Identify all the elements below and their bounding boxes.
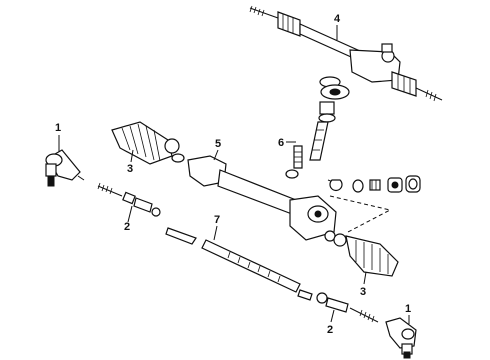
callout-1-right: 1: [405, 303, 411, 315]
tie-rod-end-right: [385, 317, 417, 359]
pinion-stack: [285, 76, 350, 179]
boot-upper: [111, 121, 185, 165]
steering-gear-assembly: [249, 5, 443, 102]
rack: [165, 227, 313, 301]
callout-3-upper: 3: [127, 163, 133, 175]
tie-rod-end-left: [45, 149, 85, 187]
callout-7: 7: [214, 214, 220, 226]
gear-housing: [187, 155, 337, 242]
callout-2-lower: 2: [327, 324, 333, 336]
adjuster-parts: [327, 175, 421, 233]
boot-lower: [333, 233, 399, 277]
callout-6: 6: [278, 137, 284, 149]
callout-1-left: 1: [55, 122, 61, 134]
callout-2-left: 2: [124, 221, 130, 233]
inner-tie-rod-lower: [316, 292, 379, 323]
callout-3-lower: 3: [360, 286, 366, 298]
callout-5: 5: [215, 138, 221, 150]
callout-4: 4: [334, 13, 341, 25]
inner-tie-rod-left: [97, 182, 161, 217]
